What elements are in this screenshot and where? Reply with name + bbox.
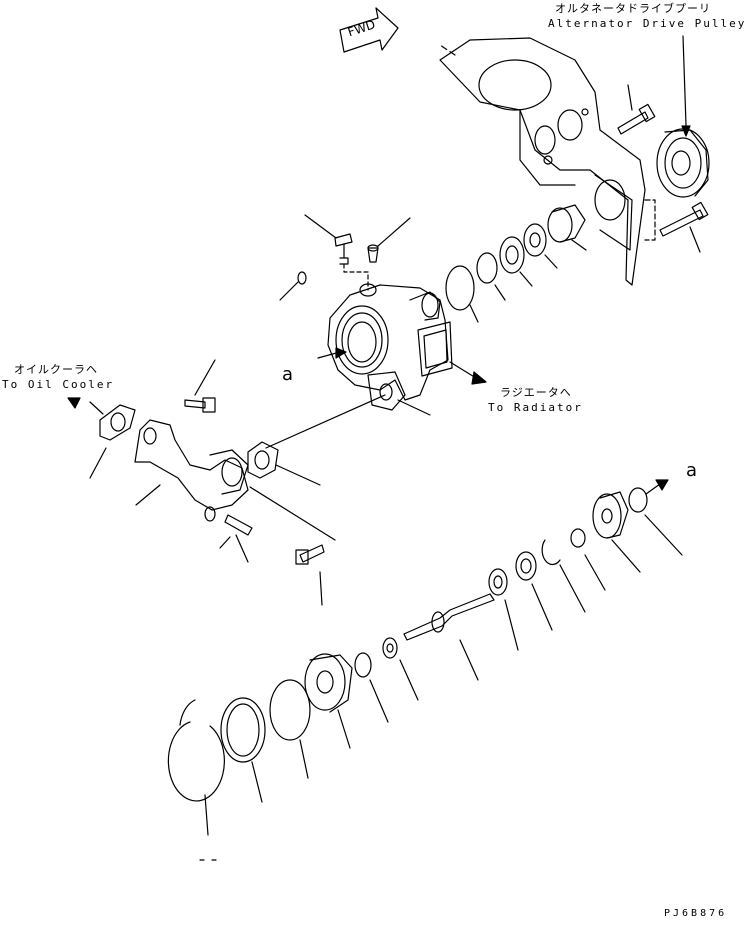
pipe-gaskets [67,394,386,486]
reference-a-left: a [282,364,294,385]
alternator-pulley [656,35,710,198]
fwd-arrow [339,7,399,53]
radiator-label-jp: ラジエータへ [500,386,572,399]
engine-block [439,37,646,286]
housing-fittings [279,214,411,301]
pulley-bolts [617,84,709,253]
reference-a-right: a [686,460,698,481]
pump-shaft-stack [403,479,683,681]
elbow-pipe [134,419,249,522]
water-pump-housing [317,283,487,416]
drawing-code: PJ6B876 [664,908,728,919]
oil-cooler-label-en: To Oil Cooler [2,378,115,391]
seal-stack-upper [445,204,587,323]
elbow-bolts [184,359,336,606]
impeller-seal-stack [167,637,419,861]
alternator-pulley-label-jp: オルタネータドライブプーリ [555,2,711,15]
alternator-pulley-label-en: Alternator Drive Pulley [548,17,745,30]
oil-cooler-label-jp: オイルクーラヘ [14,363,98,376]
radiator-label-en: To Radiator [488,401,583,414]
